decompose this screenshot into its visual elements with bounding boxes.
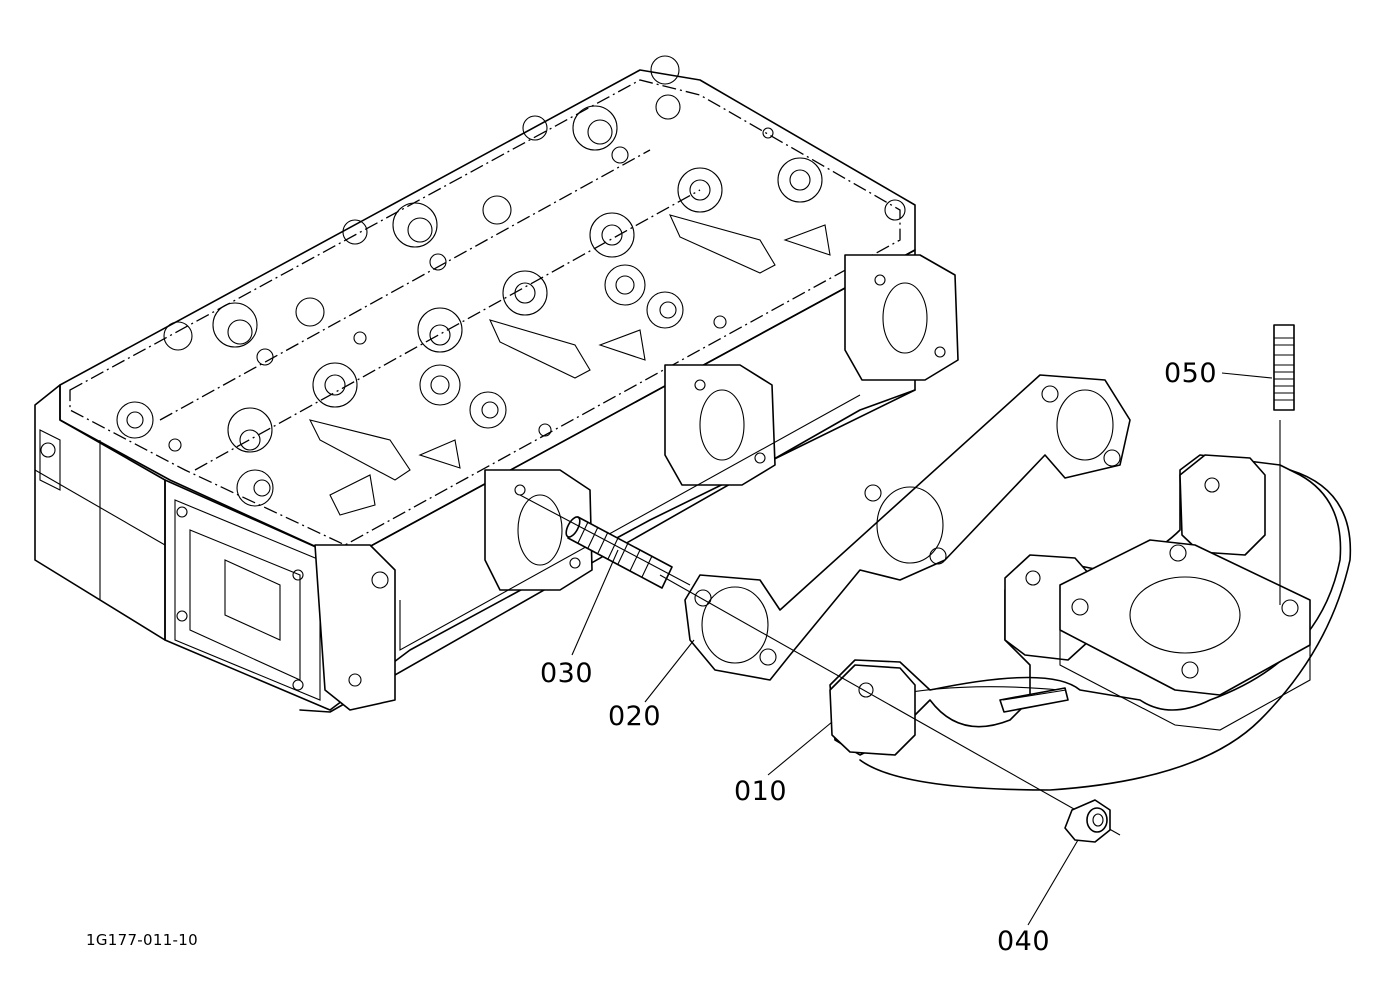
leader-010 bbox=[767, 721, 833, 776]
cylinder-head bbox=[34, 55, 959, 713]
leader-050 bbox=[1221, 372, 1273, 379]
stud-030 bbox=[519, 494, 691, 589]
callout-020: 020 bbox=[608, 701, 662, 732]
callout-010: 010 bbox=[734, 776, 788, 807]
nut-040 bbox=[1064, 799, 1111, 843]
exhaust-manifold-010 bbox=[659, 420, 1352, 836]
leader-040 bbox=[1027, 839, 1079, 926]
leader-lines bbox=[571, 372, 1273, 926]
drawing-code: 1G177-011-10 bbox=[86, 931, 198, 949]
stud-050 bbox=[1273, 324, 1295, 411]
callout-030: 030 bbox=[540, 658, 594, 689]
leader-020 bbox=[644, 639, 695, 703]
callout-050: 050 bbox=[1164, 358, 1218, 389]
callout-040: 040 bbox=[997, 926, 1051, 957]
leader-030 bbox=[571, 549, 619, 656]
gasket-020 bbox=[684, 374, 1131, 681]
